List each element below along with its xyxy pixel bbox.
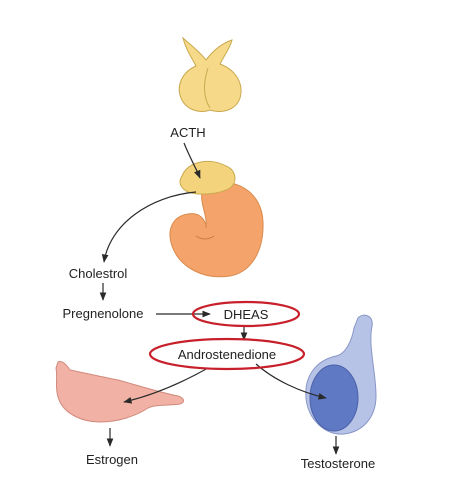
label-acth: ACTH (170, 125, 205, 140)
arrow-androstenedione-to-ovary (123, 367, 209, 404)
kidney-with-adrenal (169, 160, 264, 278)
androstenedione-highlight (148, 337, 306, 371)
label-testosterone: Testosterone (301, 456, 375, 471)
dheas-highlight (191, 300, 301, 328)
pituitary-gland (178, 36, 242, 112)
label-cholestrol: Cholestrol (69, 266, 128, 281)
arrow-adrenal-to-cholestrol (101, 191, 197, 263)
testis (305, 314, 377, 435)
arrow-acth-to-adrenal (183, 142, 201, 179)
label-androstenedione: Androstenedione (178, 347, 276, 362)
ovary (55, 361, 185, 423)
label-pregnenolone: Pregnenolone (63, 306, 144, 321)
label-dheas: DHEAS (224, 307, 269, 322)
label-estrogen: Estrogen (86, 452, 138, 467)
